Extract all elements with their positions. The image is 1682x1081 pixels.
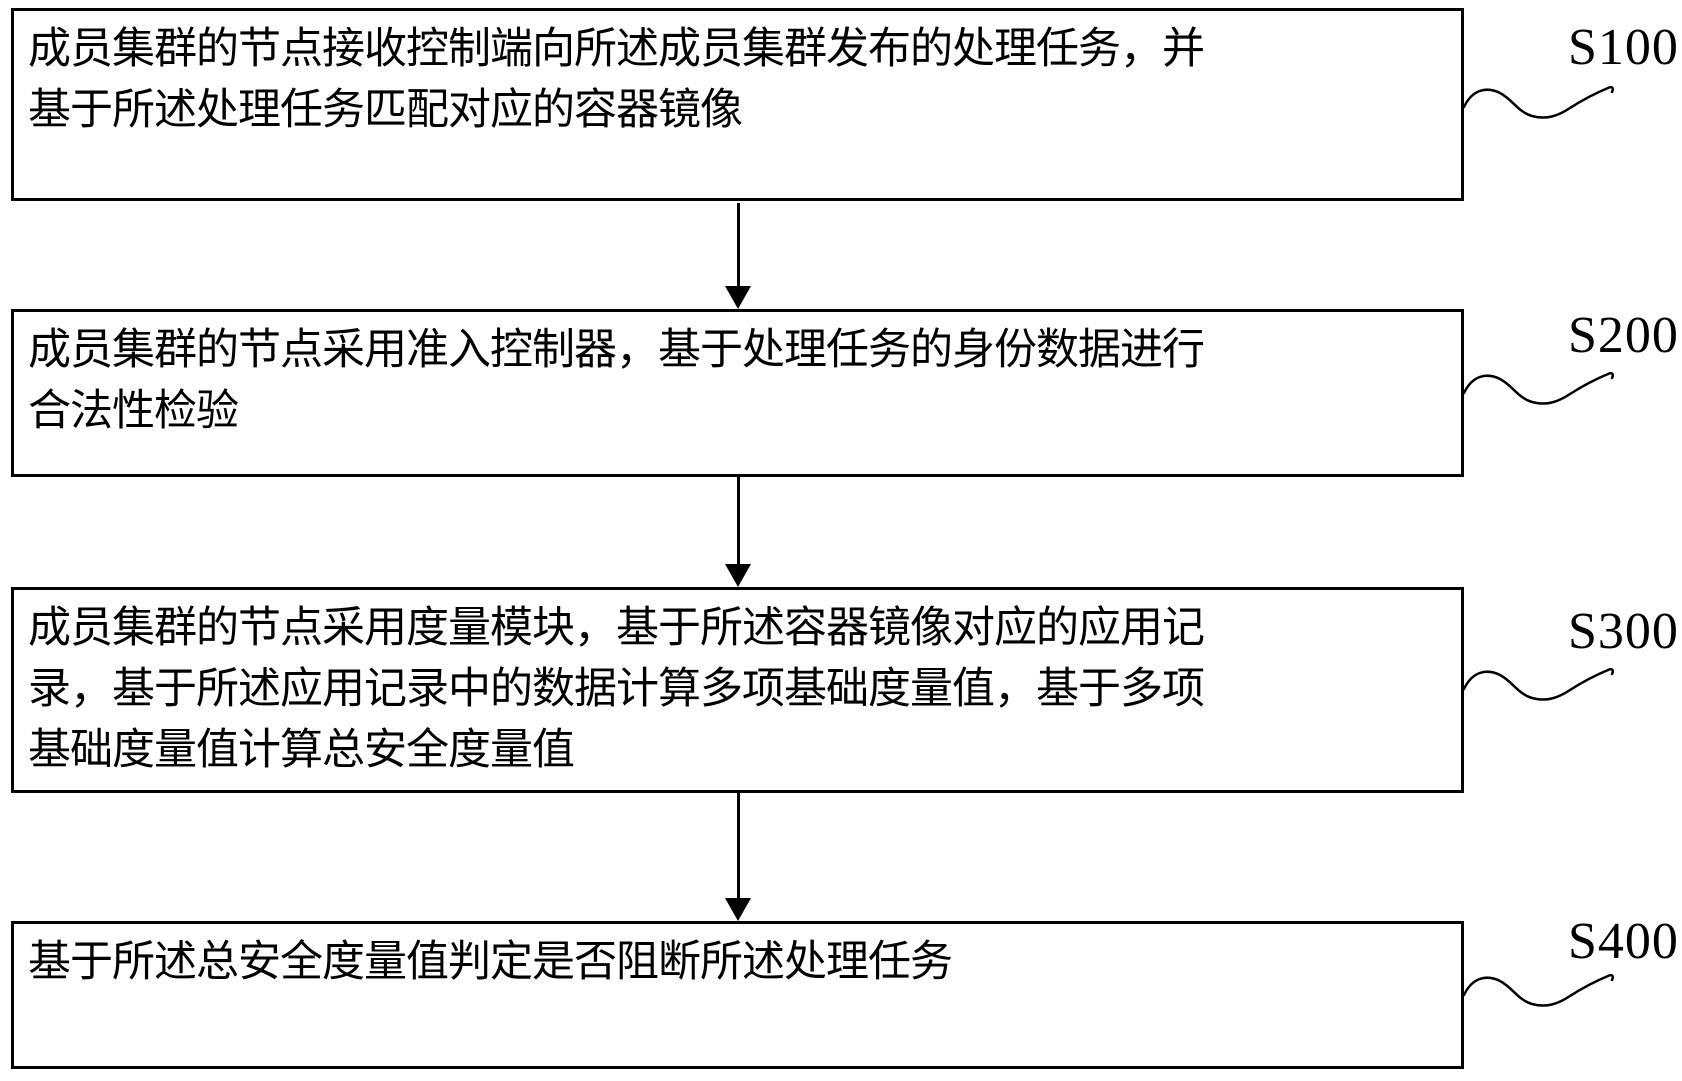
step-text-line: 基于所述处理任务匹配对应的容器镜像 xyxy=(28,87,743,134)
step-text-line: 成员集群的节点采用准入控制器，基于处理任务的身份数据进行 xyxy=(28,327,1205,374)
step-box-s400: 基于所述总安全度量值判定是否阻断所述处理任务 xyxy=(11,921,1464,1069)
arrow-shaft xyxy=(736,793,740,901)
arrowhead-icon xyxy=(725,898,751,921)
step-box-s200: 成员集群的节点采用准入控制器，基于处理任务的身份数据进行 合法性检验 xyxy=(11,309,1464,477)
connector-squiggle-s200 xyxy=(1462,371,1615,405)
arrowhead-icon xyxy=(725,286,751,309)
step-text-line: 基于所述总安全度量值判定是否阻断所述处理任务 xyxy=(28,939,953,986)
arrow-shaft xyxy=(736,477,740,567)
down-arrow-1 xyxy=(725,203,751,309)
step-text-line: 成员集群的节点采用度量模块，基于所述容器镜像对应的应用记 xyxy=(28,605,1205,652)
down-arrow-2 xyxy=(725,477,751,587)
step-text-line: 录，基于所述应用记录中的数据计算多项基础度量值，基于多项 xyxy=(28,666,1205,713)
connector-squiggle-s300 xyxy=(1462,667,1615,701)
step-text-line: 基础度量值计算总安全度量值 xyxy=(28,727,575,774)
step-text-line: 合法性检验 xyxy=(28,388,239,435)
step-box-s100: 成员集群的节点接收控制端向所述成员集群发布的处理任务，并 基于所述处理任务匹配对… xyxy=(11,8,1464,201)
connector-squiggle-s400 xyxy=(1462,973,1615,1007)
step-label-s100: S100 xyxy=(1568,19,1679,76)
arrow-shaft xyxy=(736,203,740,289)
arrowhead-icon xyxy=(725,564,751,587)
down-arrow-3 xyxy=(725,793,751,921)
connector-squiggle-s100 xyxy=(1462,85,1615,119)
step-text-line: 成员集群的节点接收控制端向所述成员集群发布的处理任务，并 xyxy=(28,26,1205,73)
step-label-s300: S300 xyxy=(1568,603,1679,660)
step-box-s300: 成员集群的节点采用度量模块，基于所述容器镜像对应的应用记 录，基于所述应用记录中… xyxy=(11,587,1464,793)
step-label-s400: S400 xyxy=(1568,913,1679,970)
step-label-s200: S200 xyxy=(1568,307,1679,364)
